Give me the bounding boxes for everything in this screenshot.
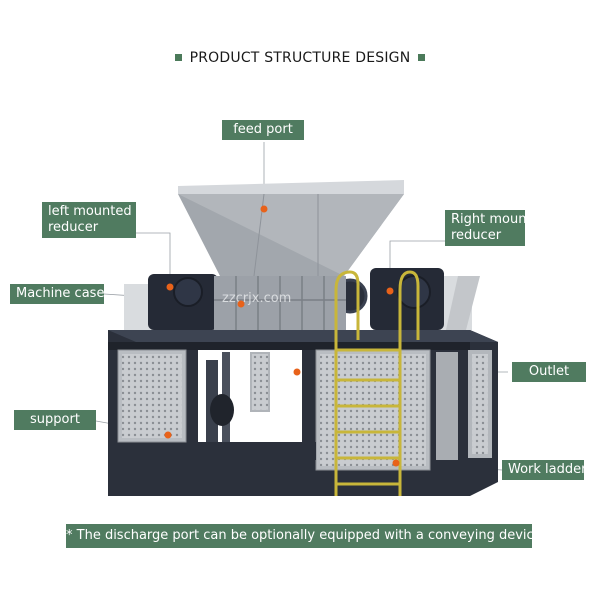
label-outlet: Outlet: [512, 362, 586, 382]
watermark-text: zzcrjx.com: [222, 291, 291, 306]
machine-case: zzcrjx.com: [214, 276, 346, 330]
label-support: support: [14, 410, 96, 430]
label-feed-port: feed port: [222, 120, 304, 140]
leader-left-reducer: [136, 232, 171, 285]
marker-work-ladder: [392, 459, 400, 467]
marker-right-reducer: [386, 287, 394, 295]
label-left-reducer-line1: left mounted: [48, 204, 132, 219]
discharge-port-note: * The discharge port can be optionally e…: [66, 524, 532, 548]
label-right-reducer-line2: reducer: [451, 228, 502, 243]
markers: [164, 205, 400, 467]
label-right-mounted-reducer: Right moun reducer: [445, 210, 525, 246]
title-text: PRODUCT STRUCTURE DESIGN: [189, 50, 411, 66]
marker-left-reducer: [166, 283, 174, 291]
feed-hopper: [178, 180, 404, 277]
label-right-reducer-line1: Right moun: [451, 212, 525, 227]
label-work-ladder: Work ladder: [502, 460, 586, 480]
drive-assembly: [124, 268, 480, 330]
label-machine-case: Machine case: [10, 284, 104, 304]
work-ladder: [334, 270, 420, 496]
title-square-left-icon: [174, 53, 182, 61]
marker-support: [164, 431, 172, 439]
label-left-mounted-reducer: left mounted reducer: [42, 202, 136, 238]
marker-machine-case: [237, 300, 245, 308]
page-title: PRODUCT STRUCTURE DESIGN: [0, 50, 600, 66]
marker-feed-port: [260, 205, 268, 213]
marker-outlet: [293, 368, 301, 376]
title-square-right-icon: [418, 53, 426, 61]
label-left-reducer-line2: reducer: [48, 220, 99, 235]
support-frame: [108, 330, 498, 496]
